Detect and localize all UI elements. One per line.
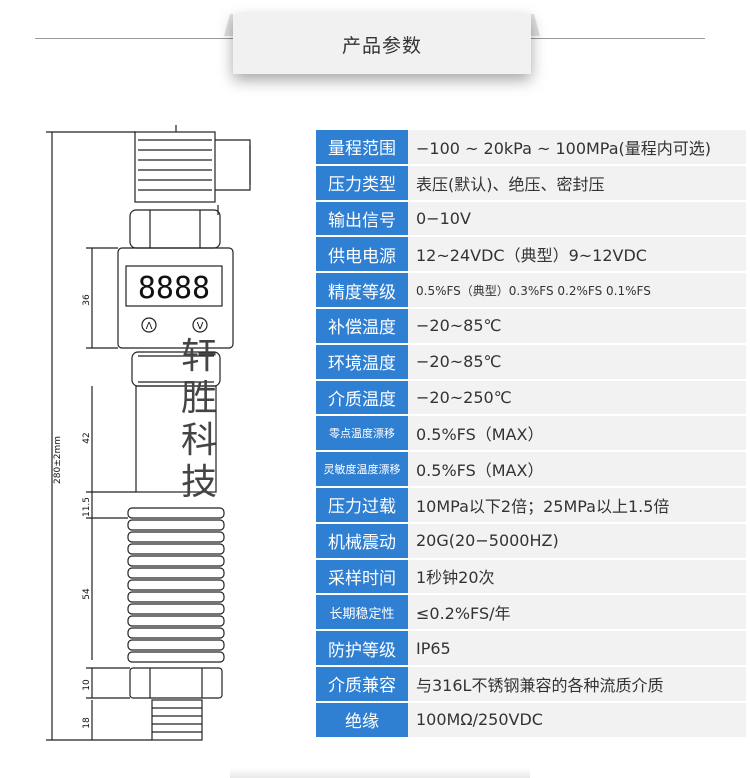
lcd-digits: 8888 (138, 271, 210, 306)
spec-value: −20~85℃ (408, 307, 746, 345)
spec-value: 表压(默认)、绝压、密封压 (408, 164, 746, 202)
spec-value: 与316L不锈钢兼容的各种流质介质 (408, 665, 746, 703)
header-rule-right (530, 38, 705, 39)
spec-row: 长期稳定性≤0.2%FS/年 (316, 594, 746, 632)
bottom-shadow (230, 768, 530, 778)
spec-label: 介质兼容 (316, 665, 408, 703)
dim-18: 18 (82, 717, 92, 729)
spec-label: 机械震动 (316, 522, 408, 560)
spec-label: 压力类型 (316, 164, 408, 202)
spec-value: 0−10V (408, 200, 746, 238)
watermark-char: 科 (180, 420, 217, 461)
spec-label: 补偿温度 (316, 307, 408, 345)
spec-label: 精度等级 (316, 272, 408, 309)
spec-value: 12~24VDC（典型）9~12VDC (408, 236, 746, 274)
spec-value: 100MΩ/250VDC (408, 701, 746, 739)
button-down-outline (192, 317, 208, 333)
spec-label: 零点温度漂移 (316, 415, 408, 453)
watermark-text: 轩 胜 科 技 (174, 336, 224, 504)
watermark-char: 胜 (180, 378, 217, 419)
spec-value: 0.5%FS（MAX） (408, 415, 746, 453)
dim-54: 54 (82, 588, 92, 600)
spec-value: −20~85℃ (408, 343, 746, 381)
dim-10: 10 (82, 679, 92, 691)
spec-row: 量程范围−100 ~ 20kPa ~ 100MPa(量程内可选) (316, 130, 746, 166)
thread (151, 699, 203, 741)
button-down-symbol: V (197, 321, 204, 332)
spec-row: 补偿温度−20~85℃ (316, 307, 746, 345)
spec-value: 1秒钟20次 (408, 558, 746, 596)
spec-value: −100 ~ 20kPa ~ 100MPa(量程内可选) (408, 130, 746, 166)
spec-row: 介质温度−20~250℃ (316, 379, 746, 417)
spec-label: 采样时间 (316, 558, 408, 596)
spec-label: 量程范围 (316, 130, 408, 166)
spec-label: 压力过载 (316, 486, 408, 524)
spec-label: 输出信号 (316, 200, 408, 238)
spec-label: 环境温度 (316, 343, 408, 381)
dim-42: 42 (82, 432, 92, 443)
spec-label: 防护等级 (316, 630, 408, 667)
body-cylinder (135, 385, 217, 493)
spec-label: 灵敏度温度漂移 (316, 451, 408, 488)
watermark-char: 轩 (180, 336, 217, 377)
spec-row: 环境温度−20~85℃ (316, 343, 746, 381)
display-housing (117, 247, 234, 349)
spec-row: 介质兼容与316L不锈钢兼容的各种流质介质 (316, 665, 746, 703)
spec-value: −20~250℃ (408, 379, 746, 417)
spec-value: 10MPa以下2倍；25MPa以上1.5倍 (408, 486, 746, 524)
spec-row: 压力类型表压(默认)、绝压、密封压 (316, 164, 746, 202)
button-up-symbol: Λ (146, 321, 153, 332)
lcd-frame (125, 265, 223, 307)
connector-side (215, 139, 251, 191)
product-drawing: 8888 Λ V 280±2mm 36 42 11.5 54 10 18 (46, 125, 251, 741)
section-title: 产品参数 (341, 34, 422, 57)
spec-value: ≤0.2%FS/年 (408, 594, 746, 632)
spec-label: 绝缘 (316, 701, 408, 739)
dim-overall: 280±2mm (53, 436, 63, 484)
spec-label: 供电电源 (316, 236, 408, 274)
spec-value: IP65 (408, 630, 746, 667)
hex-nut (129, 667, 223, 699)
dim-36: 36 (82, 294, 92, 306)
section-title-card: 产品参数 (233, 14, 531, 74)
dim-11-5: 11.5 (82, 497, 92, 517)
spec-value: 0.5%FS（典型）0.3%FS 0.2%FS 0.1%FS (408, 272, 746, 309)
spec-table: 量程范围−100 ~ 20kPa ~ 100MPa(量程内可选) 压力类型表压(… (316, 130, 746, 739)
spec-label: 长期稳定性 (316, 594, 408, 632)
cooling-fins (127, 507, 225, 663)
spec-value: 20G(20−5000HZ) (408, 522, 746, 560)
watermark-char: 技 (180, 462, 217, 503)
upper-nut (129, 209, 221, 249)
header-rule-left (35, 38, 235, 39)
button-up-outline (141, 317, 157, 333)
spec-value: 0.5%FS（MAX） (408, 451, 746, 488)
spec-label: 介质温度 (316, 379, 408, 417)
connector-body (134, 131, 216, 203)
